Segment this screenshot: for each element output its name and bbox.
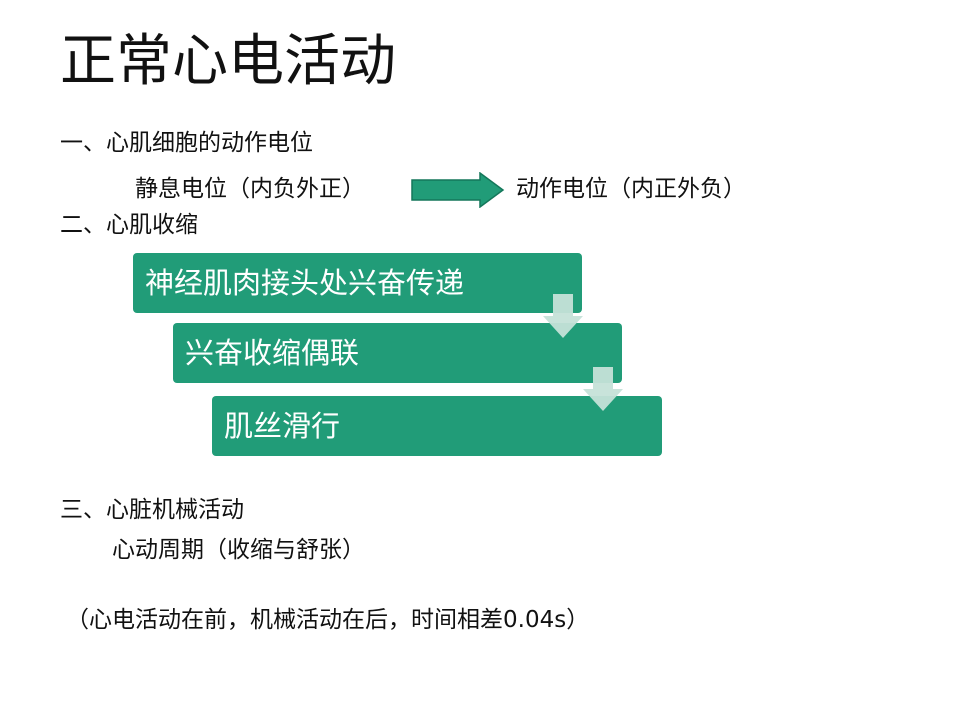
process-step-excitation-contraction-coupling: 兴奋收缩偶联	[173, 323, 622, 383]
section-heading-action-potential: 一、心肌细胞的动作电位	[60, 130, 313, 156]
section-heading-contraction: 二、心肌收缩	[60, 212, 198, 238]
slide-title: 正常心电活动	[60, 29, 396, 94]
action-potential-label: 动作电位（内正外负）	[516, 176, 746, 202]
process-step-filament-sliding: 肌丝滑行	[212, 396, 662, 456]
down-arrow-icon	[543, 294, 583, 338]
resting-potential-label: 静息电位（内负外正）	[135, 176, 365, 202]
process-step-neuromuscular-transmission: 神经肌肉接头处兴奋传递	[133, 253, 582, 313]
right-arrow-icon	[411, 172, 505, 208]
section-heading-mechanical-activity: 三、心脏机械活动	[60, 497, 244, 523]
timing-note: （心电活动在前，机械活动在后，时间相差0.04s）	[66, 607, 590, 633]
down-arrow-icon	[583, 367, 623, 411]
cardiac-cycle-label: 心动周期（收缩与舒张）	[112, 537, 365, 563]
